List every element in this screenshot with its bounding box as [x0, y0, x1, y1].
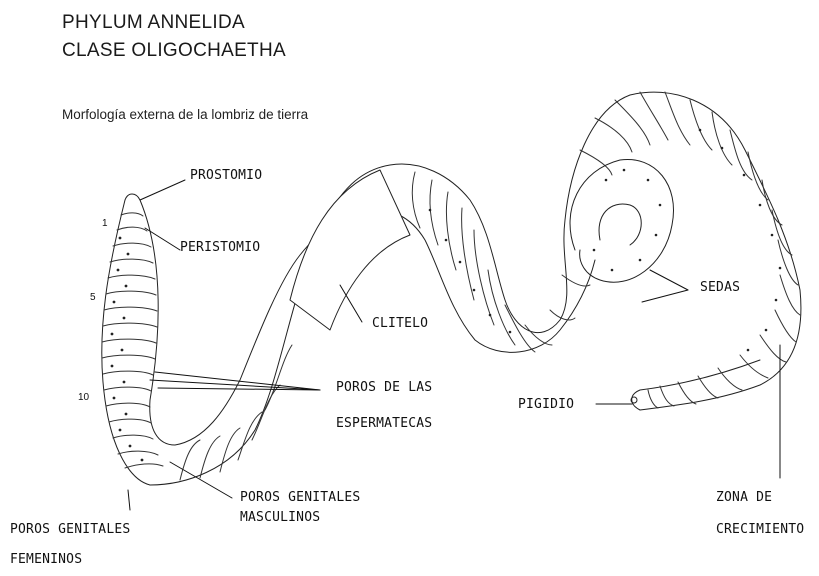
- label-poros-femeninos-line1: POROS GENITALES: [10, 522, 130, 537]
- segment-rings-posterior: [580, 92, 800, 408]
- leader-espermatecas-1: [155, 372, 320, 390]
- worm-coil-outline: [570, 159, 673, 282]
- label-sedas: SEDAS: [700, 280, 740, 295]
- worm-body-outline-upper: [102, 92, 801, 485]
- label-poros-espermatecas-line2: ESPERMATECAS: [336, 416, 432, 431]
- leader-femeninos: [128, 490, 130, 510]
- segment-number-1: 1: [102, 218, 108, 229]
- label-pigidio: PIGIDIO: [518, 397, 574, 412]
- leader-prostomio: [140, 180, 185, 200]
- label-zona-crecimiento-line1: ZONA DE: [716, 490, 772, 505]
- label-clitelo: CLITELO: [372, 316, 428, 331]
- leader-lines: [128, 180, 780, 510]
- leader-sedas-1: [650, 270, 688, 290]
- worm-coil-inner: [599, 204, 641, 245]
- segment-number-5: 5: [90, 292, 96, 303]
- label-zona-crecimiento-line2: CRECIMIENTO: [716, 522, 804, 537]
- segment-number-10: 10: [78, 392, 89, 403]
- label-poros-femeninos-line2: FEMENINOS: [10, 552, 82, 567]
- label-prostomio: PROSTOMIO: [190, 168, 262, 183]
- label-peristomio: PERISTOMIO: [180, 240, 260, 255]
- clitellum-outline: [290, 170, 410, 330]
- label-poros-espermatecas-line1: POROS DE LAS: [336, 380, 432, 395]
- leader-clitelo: [340, 285, 362, 322]
- label-poros-masculinos-line1: POROS GENITALES: [240, 490, 360, 505]
- label-poros-masculinos-line2: MASCULINOS: [240, 510, 320, 525]
- leader-sedas-2: [642, 290, 688, 302]
- leader-masculinos: [170, 462, 232, 498]
- worm-prostomium-outline: [125, 194, 140, 200]
